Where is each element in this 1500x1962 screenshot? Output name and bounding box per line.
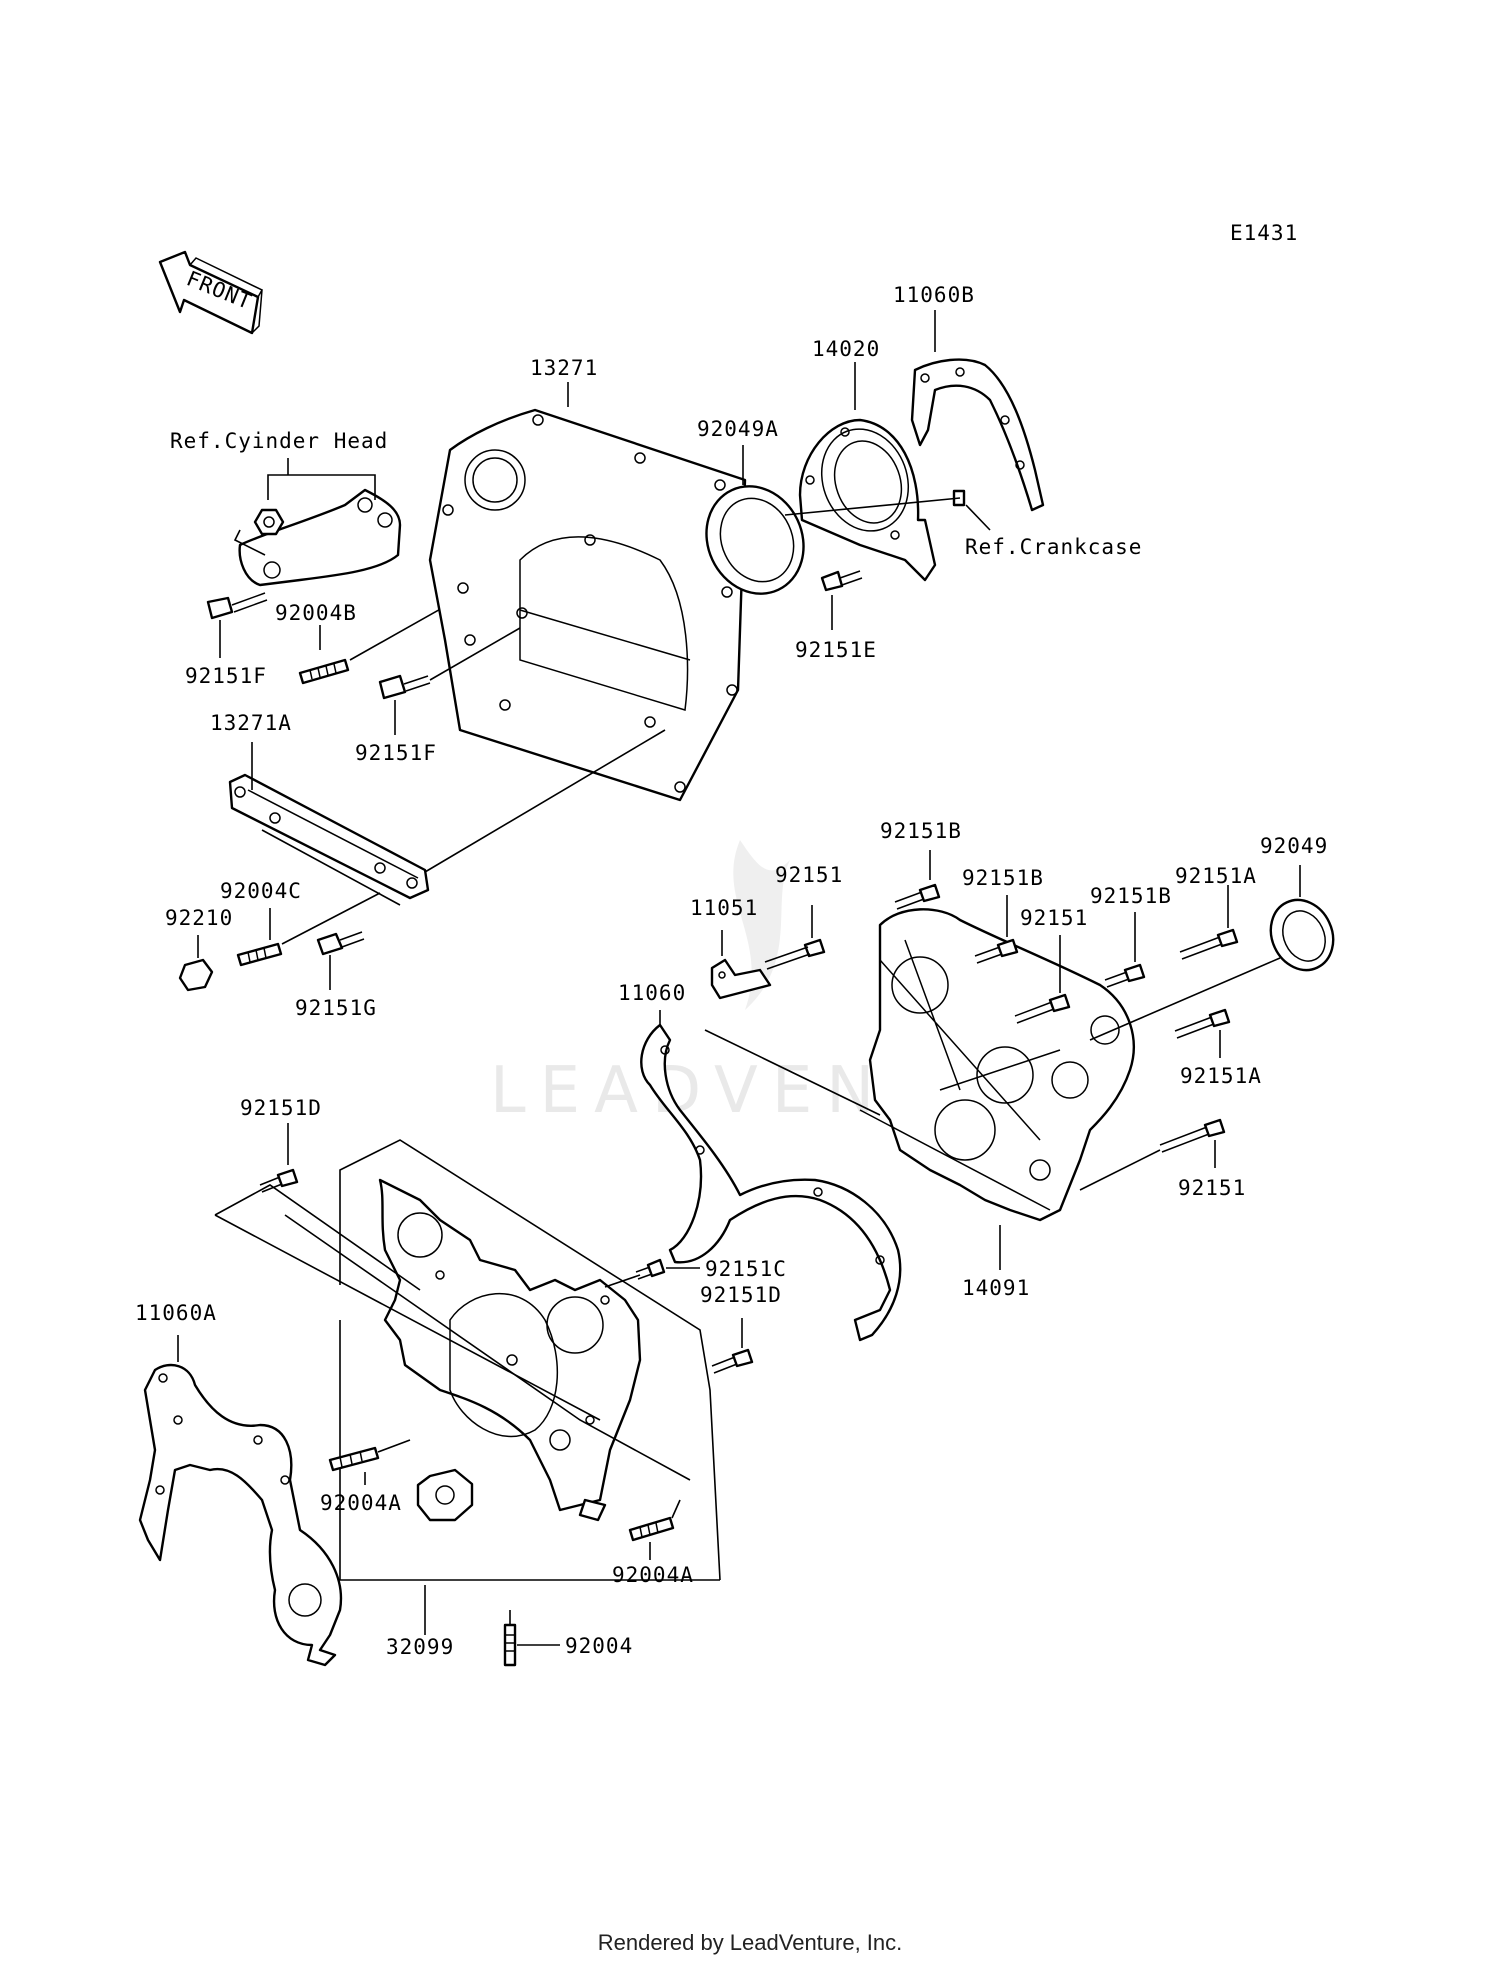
label-92151B-a: 92151B — [880, 819, 962, 843]
gasket-11060B — [910, 358, 1045, 512]
label-11060B: 11060B — [893, 283, 975, 307]
bolt-92151A-lower — [1174, 1008, 1231, 1039]
label-92151F-left: 92151F — [185, 664, 267, 688]
bolt-92151A-upper — [1179, 928, 1239, 960]
stud-92004A-right — [628, 1516, 675, 1542]
oil-pump-gear — [416, 1468, 474, 1522]
bracket-11051 — [710, 958, 772, 1000]
bolt-92151C — [635, 1258, 666, 1280]
label-92151B-c: 92151B — [1090, 884, 1172, 908]
stud-92004 — [503, 1623, 517, 1667]
stud-92004C — [236, 942, 283, 967]
label-92151F-middle: 92151F — [355, 741, 437, 765]
label-92151A-upper: 92151A — [1175, 864, 1257, 888]
bracket-13271A — [228, 773, 430, 900]
label-92151D-upper: 92151D — [240, 1096, 322, 1120]
plate-13271 — [428, 408, 747, 802]
label-92210: 92210 — [165, 906, 233, 930]
label-92004A-right: 92004A — [612, 1563, 694, 1587]
oil-seal-92049A — [705, 485, 805, 595]
bolt-92151D-lower — [711, 1348, 754, 1374]
label-92151E: 92151E — [795, 638, 877, 662]
case-14091 — [859, 908, 1135, 1222]
stud-92004A-left — [328, 1446, 380, 1472]
stud-92004B — [298, 658, 350, 685]
bolt-92151F-middle — [378, 674, 431, 700]
label-92151-upper-b: 92151 — [1020, 906, 1088, 930]
label-11060: 11060 — [618, 981, 686, 1005]
label-92151-upper-a: 92151 — [775, 863, 843, 887]
footer-credit: Rendered by LeadVenture, Inc. — [597, 1930, 903, 1955]
bolt-92151B-a — [894, 883, 941, 910]
label-11060A: 11060A — [135, 1301, 217, 1325]
gasket-11060 — [640, 1023, 902, 1342]
label-92151A-lower: 92151A — [1180, 1064, 1262, 1088]
bolt-92151E — [820, 570, 863, 592]
label-92004B: 92004B — [275, 601, 357, 625]
bolt-92151G — [316, 931, 365, 956]
label-11051: 11051 — [690, 896, 758, 920]
bolt-92151B-c — [1104, 963, 1146, 988]
label-92151G: 92151G — [295, 996, 377, 1020]
cylinder-head-bracket — [238, 488, 402, 587]
bolt-92151F-left — [206, 592, 268, 620]
oil-seal-92049 — [1269, 898, 1335, 972]
label-32099: 32099 — [386, 1635, 454, 1659]
gasket-11060A — [138, 1363, 343, 1667]
seal-retainer-14020 — [798, 418, 937, 582]
label-92049: 92049 — [1260, 834, 1328, 858]
front-cover-32099 — [378, 1178, 642, 1522]
label-92151B-b: 92151B — [962, 866, 1044, 890]
nut-92210 — [178, 958, 214, 992]
label-92151-right: 92151 — [1178, 1176, 1246, 1200]
ref-cylinder-head-label: Ref.Cyinder Head — [170, 429, 388, 453]
diagram-code: E1431 — [1230, 221, 1298, 245]
front-arrow-icon: FRONT — [158, 250, 264, 335]
bolt-92151-right — [1159, 1118, 1226, 1153]
label-92151D-lower: 92151D — [700, 1283, 782, 1307]
label-92004C: 92004C — [220, 879, 302, 903]
label-92049A: 92049A — [697, 417, 779, 441]
bolt-92151-upper-a — [764, 938, 826, 970]
label-92004A-left: 92004A — [320, 1491, 402, 1515]
label-14091: 14091 — [962, 1276, 1030, 1300]
label-92004: 92004 — [565, 1634, 633, 1658]
label-13271: 13271 — [530, 356, 598, 380]
label-13271A: 13271A — [210, 711, 292, 735]
bolt-92151B-b — [974, 938, 1019, 964]
bolt-92151D-upper — [259, 1168, 299, 1193]
bolt-92151-upper-b — [1014, 993, 1071, 1024]
label-92151C: 92151C — [705, 1257, 787, 1281]
ref-crankcase-label: Ref.Crankcase — [965, 535, 1142, 559]
label-14020: 14020 — [812, 337, 880, 361]
